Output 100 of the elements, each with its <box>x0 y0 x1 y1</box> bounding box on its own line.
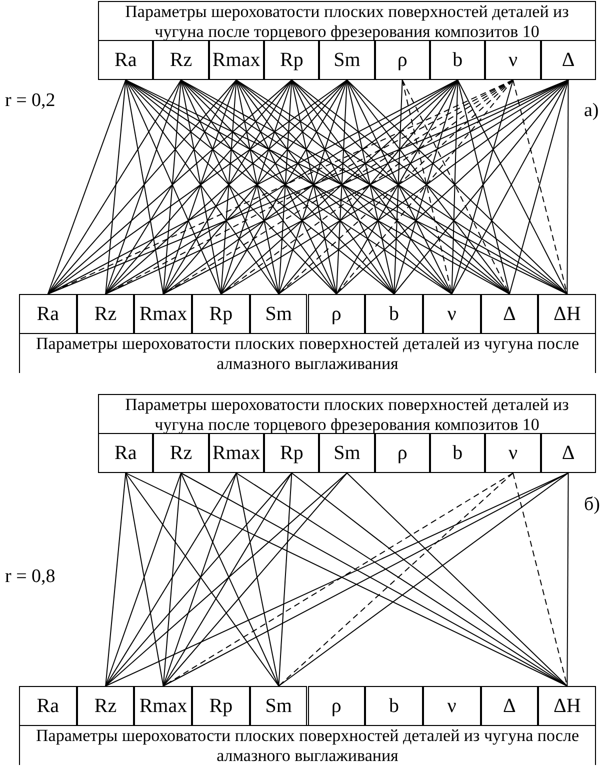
parameter-cell: Sm <box>319 433 375 473</box>
connector-line <box>451 80 458 294</box>
connector-line <box>105 80 126 294</box>
parameter-cell: b <box>430 40 486 80</box>
parameter-cell: b <box>365 294 423 334</box>
connector-line <box>162 80 182 294</box>
connector-line <box>105 472 182 686</box>
connector-line <box>162 472 292 686</box>
connector-line <box>291 80 337 294</box>
header-box: Параметры шероховатости плоских поверхностей деталей из чугуна после алмазного выглаживания <box>19 333 596 373</box>
parameter-cell: ρ <box>308 294 366 334</box>
parameter-cell: Ra <box>98 40 154 80</box>
parameter-cell: Rp <box>192 686 250 726</box>
connector-line <box>566 472 569 686</box>
parameter-cell: Ra <box>98 433 154 473</box>
connector-line <box>105 472 292 686</box>
parameter-cell: ρ <box>308 686 366 726</box>
connector-line <box>180 472 280 686</box>
parameter-cell: Rp <box>192 294 250 334</box>
parameter-cell: Rmax <box>208 433 264 473</box>
connector-line <box>278 80 292 294</box>
connector-line <box>125 80 164 294</box>
connector-line <box>105 80 237 294</box>
note-label: r = 0,2 <box>5 90 56 112</box>
connector-line <box>162 472 182 686</box>
parameter-cell: Sm <box>319 40 375 80</box>
connector-line <box>278 472 292 686</box>
parameter-cell: Δ <box>480 686 538 726</box>
connector-line <box>394 80 569 294</box>
connector-line <box>236 80 337 294</box>
connector-line <box>180 80 337 294</box>
parameter-cell: Rz <box>153 433 209 473</box>
parameter-cell: Rmax <box>134 686 192 726</box>
connector-line <box>451 80 514 294</box>
parameter-cell: Δ <box>540 40 596 80</box>
connector-line <box>105 472 237 686</box>
parameter-cell: Rz <box>153 40 209 80</box>
header-box: Параметры шероховатости плоских поверхностей деталей из чугуна после алмазного выглаживания <box>19 725 596 765</box>
connector-line <box>125 80 222 294</box>
connector-line <box>180 80 280 294</box>
parameter-cell: Ra <box>19 294 77 334</box>
connector-line <box>291 80 395 294</box>
connector-line <box>457 80 510 294</box>
parameter-cell: Rz <box>76 294 134 334</box>
parameter-cell: ρ <box>374 40 430 80</box>
connector-line <box>47 80 182 294</box>
parameter-cell: ρ <box>374 433 430 473</box>
connector-line <box>236 472 280 686</box>
dashed-connector-line <box>278 472 514 686</box>
connector-line <box>125 472 280 686</box>
parameter-cell: ν <box>485 40 541 80</box>
parameter-cell: Rz <box>76 686 134 726</box>
connector-line <box>105 472 348 686</box>
connector-line <box>220 80 292 294</box>
connector-line <box>125 80 280 294</box>
parameter-cell: ΔH <box>538 294 596 334</box>
connector-line <box>220 80 237 294</box>
connector-line <box>162 472 237 686</box>
connector-line <box>180 80 222 294</box>
connector-line <box>220 80 348 294</box>
connector-line <box>125 472 164 686</box>
parameter-cell: b <box>365 686 423 726</box>
connector-line <box>236 80 280 294</box>
connector-line <box>162 472 348 686</box>
parameter-cell: ν <box>422 294 481 334</box>
note-label: б) <box>584 494 600 516</box>
header-box: Параметры шероховатости плоских поверхностей деталей из чугуна после торцевого фрезерования композитов 10 <box>98 1 596 41</box>
connector-line <box>566 80 569 294</box>
connector-line <box>105 80 182 294</box>
parameter-cell: Rmax <box>208 40 264 80</box>
parameter-cell: Ra <box>19 686 77 726</box>
connector-line <box>47 80 126 294</box>
connector-line <box>105 80 292 294</box>
header-box: Параметры шероховатости плоских поверхностей деталей из чугуна после торцевого фрезерования композитов 10 <box>98 394 596 434</box>
connector-line <box>162 80 348 294</box>
connector-line <box>162 80 292 294</box>
connector-line <box>394 80 458 294</box>
connector-line <box>394 80 403 294</box>
connector-line <box>346 472 568 686</box>
parameter-cell: Rp <box>264 433 320 473</box>
parameter-cell: Rp <box>264 40 320 80</box>
note-label: а) <box>584 100 599 122</box>
parameter-cell: ν <box>422 686 481 726</box>
connector-line <box>162 80 237 294</box>
parameter-cell: Sm <box>250 686 308 726</box>
parameter-cell: b <box>430 433 486 473</box>
connector-line <box>236 80 395 294</box>
parameter-cell: Rmax <box>134 294 192 334</box>
parameter-cell: Δ <box>540 433 596 473</box>
connector-line <box>180 80 395 294</box>
parameter-cell: Sm <box>250 294 308 334</box>
connector-line <box>278 80 348 294</box>
parameter-cell: ν <box>485 433 541 473</box>
parameter-cell: ΔH <box>538 686 596 726</box>
connector-line <box>336 80 348 294</box>
note-label: r = 0,8 <box>5 566 56 588</box>
parameter-cell: Δ <box>480 294 538 334</box>
connector-line <box>105 472 126 686</box>
connector-line <box>346 80 395 294</box>
connector-line <box>47 80 237 294</box>
